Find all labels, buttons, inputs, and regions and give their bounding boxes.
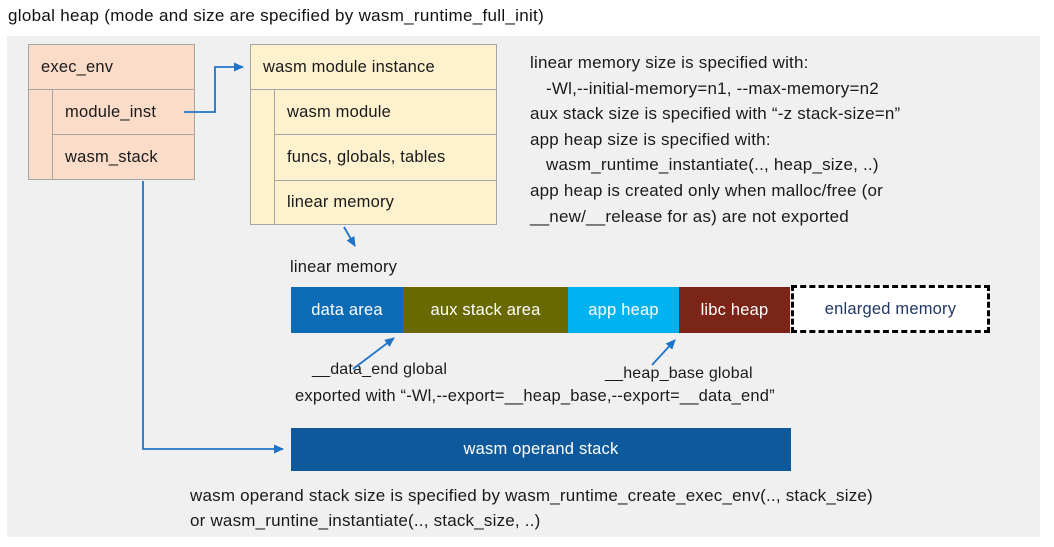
linear-memory-row-label: linear memory xyxy=(287,193,395,211)
module-instance-header: wasm module instance xyxy=(250,44,497,90)
module-instance-row-funcs-globals-tables: funcs, globals, tables xyxy=(274,134,497,181)
module-inst-label: module_inst xyxy=(65,102,157,121)
segment-data-area: data area xyxy=(291,287,403,333)
heap-base-global-label: __heap_base global xyxy=(605,365,753,382)
segment-libc-heap: libc heap xyxy=(679,287,790,333)
wasm-module-label: wasm module xyxy=(287,102,391,121)
exec-env-header: exec_env xyxy=(28,44,195,90)
note-line: app heap is created only when malloc/fre… xyxy=(530,180,883,200)
operand-stack-note: wasm operand stack size is specified by … xyxy=(190,484,873,533)
exec-env-header-label: exec_env xyxy=(41,57,114,76)
exec-env-row-module-inst: module_inst xyxy=(52,89,195,135)
segment-aux-stack-area: aux stack area xyxy=(403,287,568,333)
data-end-global-label: __data_end global xyxy=(312,361,448,378)
note-line: aux stack size is specified with “-z sta… xyxy=(530,104,901,124)
exec-env-row-wasm-stack: wasm_stack xyxy=(52,134,195,180)
export-note: exported with “-Wl,--export=__heap_base,… xyxy=(295,387,775,405)
module-instance-header-label: wasm module instance xyxy=(263,57,435,76)
size-notes: linear memory size is specified with: -W… xyxy=(530,50,1045,229)
module-instance-row-wasm-module: wasm module xyxy=(274,89,497,135)
note-line: wasm_runtime_instantiate(.., heap_size, … xyxy=(546,155,879,175)
note-line: app heap size is specified with: xyxy=(530,129,771,149)
module-instance-row-linear-memory: linear memory xyxy=(274,180,497,225)
diagram-title: global heap (mode and size are specified… xyxy=(8,6,545,25)
note-line: -Wl,--initial-memory=n1, --max-memory=n2 xyxy=(546,78,879,98)
segment-enlarged-memory: enlarged memory xyxy=(791,285,990,333)
funcs-globals-tables-label: funcs, globals, tables xyxy=(287,148,446,166)
note-line: __new/__release for as) are not exported xyxy=(530,206,849,226)
operand-stack-note-line1: wasm operand stack size is specified by … xyxy=(190,486,873,505)
wasm-operand-stack-bar: wasm operand stack xyxy=(291,428,791,471)
linear-memory-label: linear memory xyxy=(290,258,398,276)
segment-app-heap: app heap xyxy=(568,287,679,333)
note-line: linear memory size is specified with: xyxy=(530,53,809,72)
operand-stack-note-line2: or wasm_runtine_instantiate(.., stack_si… xyxy=(190,510,541,530)
wasm-stack-label: wasm_stack xyxy=(65,147,158,166)
